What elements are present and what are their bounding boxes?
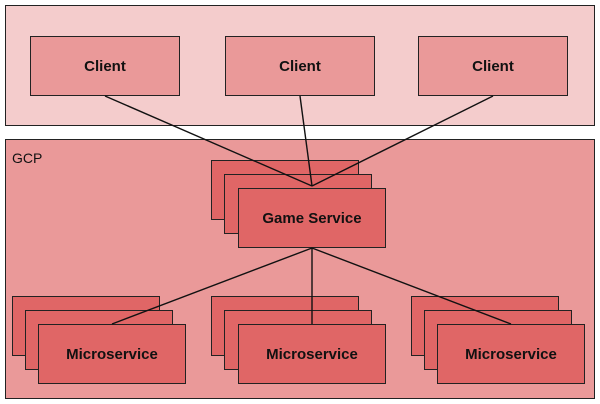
client-box-3[interactable]: Client — [418, 36, 568, 96]
game-service-box[interactable]: Game Service — [238, 188, 386, 248]
client-label: Client — [84, 57, 126, 75]
microservice-box-2[interactable]: Microservice — [238, 324, 386, 384]
client-box-2[interactable]: Client — [225, 36, 375, 96]
microservice-box-1[interactable]: Microservice — [38, 324, 186, 384]
microservice-label: Microservice — [66, 345, 158, 363]
client-label: Client — [279, 57, 321, 75]
client-box-1[interactable]: Client — [30, 36, 180, 96]
game-service-label: Game Service — [262, 209, 362, 227]
microservice-label: Microservice — [266, 345, 358, 363]
gcp-zone-label: GCP — [12, 150, 43, 166]
microservice-box-3[interactable]: Microservice — [437, 324, 585, 384]
microservice-label: Microservice — [465, 345, 557, 363]
client-label: Client — [472, 57, 514, 75]
